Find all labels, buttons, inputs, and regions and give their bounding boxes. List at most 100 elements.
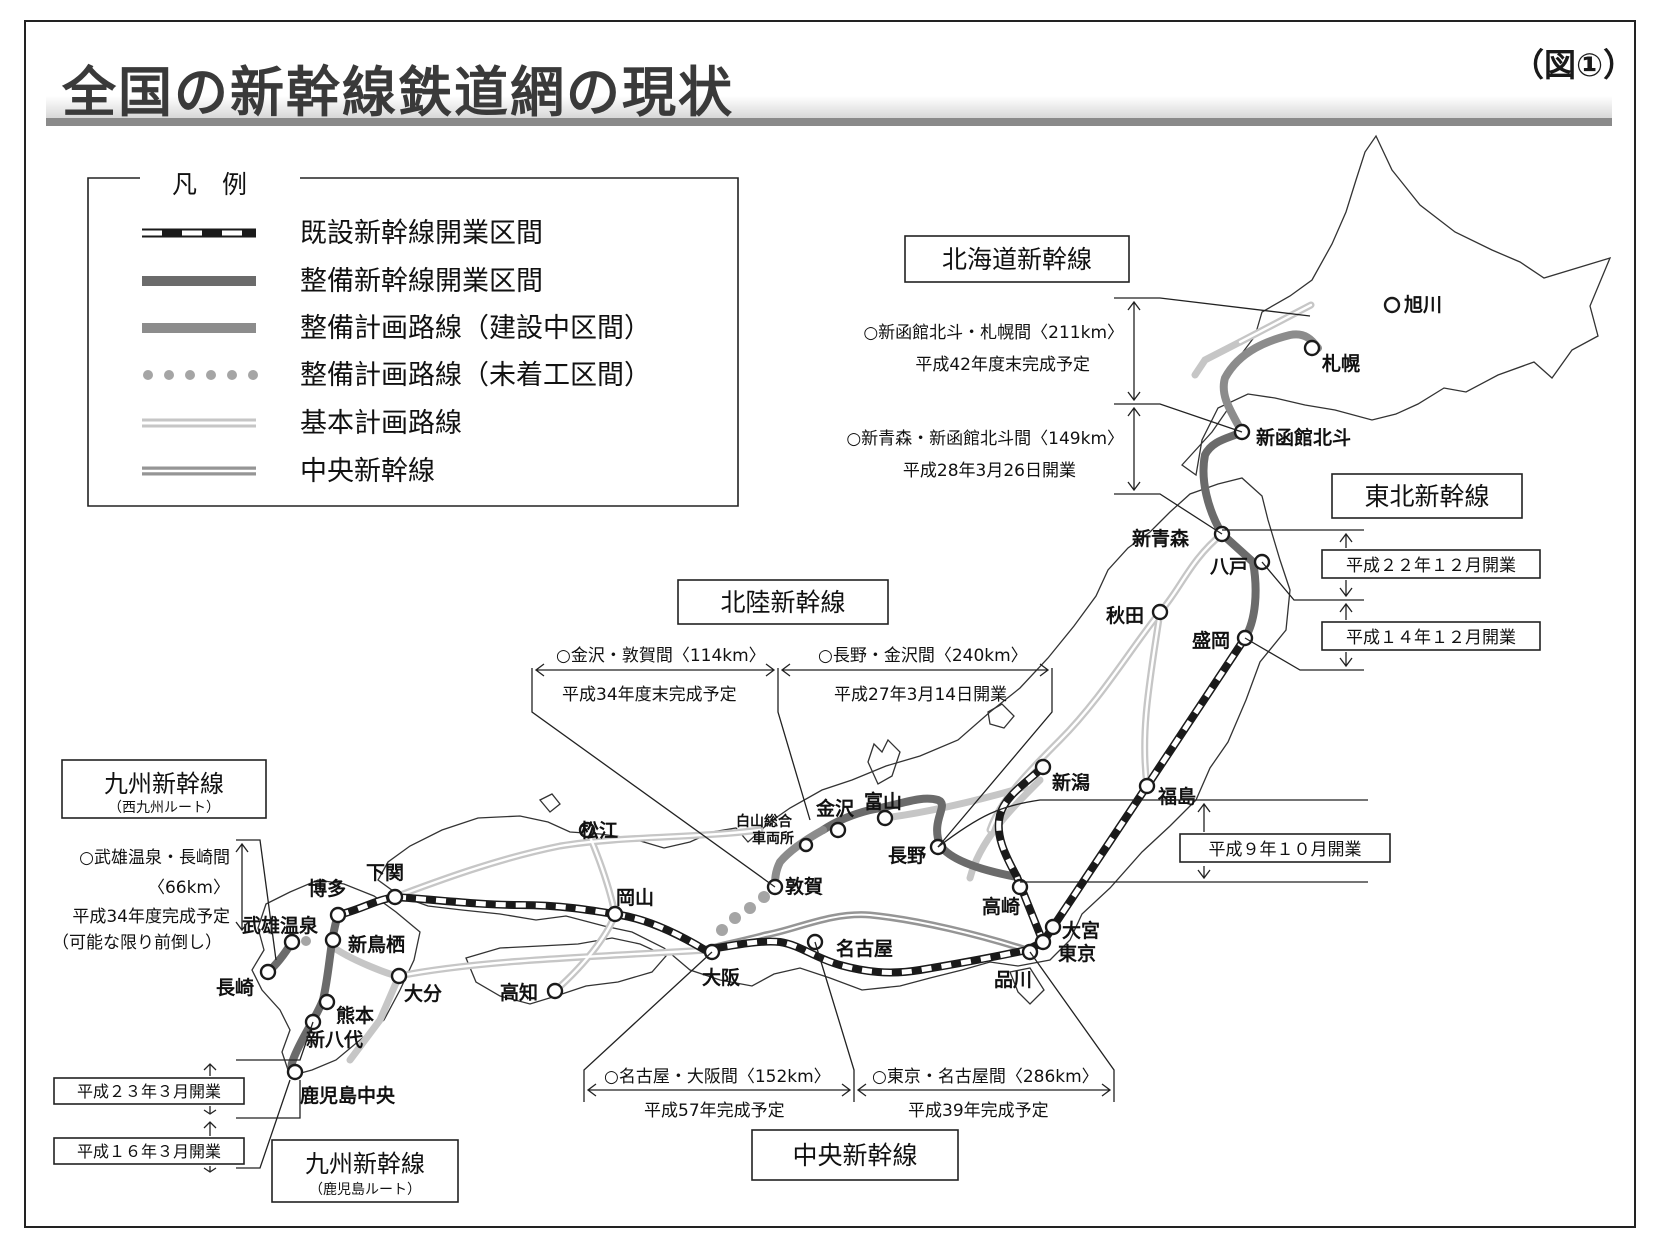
station-marker-matsue (578, 821, 596, 839)
station-marker-oita (390, 967, 408, 985)
note-hokuriku-tsuruga-1: ○金沢・敦賀間〈114km〉 (556, 646, 766, 666)
kyushu-h23-label: 平成２３年３月開業 (77, 1082, 221, 1101)
swatch-dot-6 (248, 370, 258, 380)
joetsu-h9-box (1179, 833, 1391, 863)
station-label-shinyatsushiro: 新八代 (306, 1028, 363, 1051)
station-label-niigata: 新潟 (1052, 771, 1090, 794)
existing-shinkansen-lines (337, 635, 1249, 977)
tohoku-box-label: 東北新幹線 (1364, 482, 1489, 511)
tohoku-h14-box (1321, 621, 1541, 651)
station-label-kagoshima: 鹿児島中央 (300, 1084, 396, 1107)
kyushu-h16-box (53, 1137, 245, 1165)
planned-unbuilt-lines (301, 891, 770, 946)
chuo-box-label: 中央新幹線 (792, 1141, 917, 1170)
legend-label-construction: 整備計画路線（建設中区間） (300, 313, 651, 344)
station-label-shinaomori: 新青森 (1132, 527, 1190, 550)
station-label-nagasaki: 長崎 (216, 976, 254, 999)
annotation-notes: ○新函館北斗・札幌間〈211km〉 平成42年度末完成予定 ○新青森・新函館北斗… (52, 323, 1124, 1121)
chuo-box (751, 1129, 959, 1181)
sado-island (987, 703, 1015, 729)
planned-dot-4 (716, 924, 728, 936)
station-label-shinagawa: 品川 (994, 969, 1032, 991)
arrow-kyushu-h16 (203, 1121, 217, 1173)
honshu-outline (377, 477, 1291, 991)
station-label-sapporo: 札幌 (1321, 352, 1360, 375)
station-marker-sapporo (1303, 339, 1321, 357)
swatch-dot-5 (227, 370, 237, 380)
swatch-dot-1 (143, 370, 153, 380)
station-marker-tokyo (1034, 933, 1052, 951)
legend: 凡 例 既設新幹線開業区間 (87, 170, 739, 507)
leader-lines (203, 297, 1368, 1173)
joetsu-dash (996, 765, 1046, 943)
station-marker-kochi (546, 982, 564, 1000)
station-label-omiya: 大宮 (1062, 919, 1100, 942)
station-marker-fukushima (1138, 777, 1156, 795)
station-label-takeo: 武雄温泉 (242, 914, 319, 937)
station-marker-shimonoseki (386, 888, 404, 906)
station-label-shintosu: 新鳥栖 (348, 933, 405, 956)
station-marker-niigata (1034, 758, 1052, 776)
land-outlines (251, 134, 1612, 1077)
leader-chuo-right (1029, 951, 1115, 1102)
kyushu-kagoshima-box-sub: （鹿児島ルート） (309, 1181, 421, 1198)
station-label-tsuruga: 敦賀 (785, 875, 823, 898)
station-label-akita: 秋田 (1106, 604, 1144, 627)
station-marker-omiya (1044, 918, 1062, 936)
hokuriku-nagano-kanazawa (819, 794, 1021, 881)
note-hokuriku-tsuruga-2: 平成34年度末完成予定 (562, 685, 737, 705)
station-label-shimonoseki: 下関 (366, 862, 404, 884)
basic-inner-3 (1143, 610, 1162, 788)
arrow-hokuriku-left (534, 663, 776, 677)
note-hokuriku-kanazawa-2: 平成27年3月14日開業 (834, 685, 1007, 705)
leader-hokkaido-bot (1114, 493, 1223, 535)
station-label-tokyo: 東京 (1058, 942, 1096, 965)
arrow-tohoku-upper (1339, 532, 1353, 598)
station-label-nagano: 長野 (888, 845, 926, 867)
leader-tohoku-bot (1244, 637, 1364, 671)
arrow-kyushu-h23 (203, 1063, 217, 1115)
title-underline-dark (46, 118, 1612, 126)
basic-hokuriku-chukyo (881, 783, 1029, 822)
kyushu-kagoshima-box-label: 九州新幹線 (305, 1150, 425, 1178)
hokkaido-box-label: 北海道新幹線 (942, 245, 1092, 274)
legend-label-chuo: 中央新幹線 (300, 456, 435, 487)
station-label-hakusan-2: 車両所 (752, 830, 794, 847)
note-hokkaido-sapporo-2: 平成42年度末完成予定 (915, 355, 1090, 375)
station-marker-nagasaki (259, 963, 277, 981)
tohoku-box (1331, 473, 1523, 519)
swatch-dot-2 (164, 370, 174, 380)
arrow-kyushu-nagasaki (235, 842, 249, 932)
station-label-shinhakodate: 新函館北斗 (1256, 426, 1351, 449)
station-labels: 旭川 札幌 新函館北斗 新青森 八戸 秋田 盛岡 新潟 福島 長野 富山 金沢 … (216, 294, 1442, 1107)
station-label-fukushima: 福島 (1157, 785, 1196, 808)
hokuriku-box (677, 579, 889, 625)
station-label-kumamoto: 熊本 (336, 1004, 374, 1027)
leader-hokuriku-right (937, 668, 1053, 848)
station-marker-kagoshima (286, 1063, 304, 1081)
legend-swatch-planned (143, 370, 258, 380)
note-hokkaido-aomori-1: ○新青森・新函館北斗間〈149km〉 (846, 429, 1124, 449)
station-label-hakata: 博多 (308, 877, 346, 900)
station-label-nagoya: 名古屋 (836, 937, 893, 960)
station-label-toyama: 富山 (864, 790, 902, 813)
arrow-tohoku-lower (1339, 602, 1353, 668)
station-marker-hakusan (798, 837, 814, 853)
arrow-chuo-right (856, 1083, 1112, 1097)
station-marker-asahikawa (1383, 296, 1401, 314)
kyushu-h16-label: 平成１６年３月開業 (77, 1142, 221, 1161)
station-label-oita: 大分 (404, 982, 442, 1005)
leader-chuo-mid (814, 941, 855, 1102)
kyushu-west-box-label: 九州新幹線 (104, 770, 224, 798)
note-hokkaido-sapporo-1: ○新函館北斗・札幌間〈211km〉 (863, 323, 1124, 343)
station-label-matsue: 松江 (580, 819, 618, 842)
opening-date-boxes: 平成２２年１２月開業 平成１４年１２月開業 平成９年１０月開業 平成２３年３月開… (53, 549, 1541, 1165)
figure-frame (24, 20, 1636, 1228)
tohoku-h14-label: 平成１４年１２月開業 (1346, 628, 1516, 648)
note-hokuriku-kanazawa-1: ○長野・金沢間〈240km〉 (818, 646, 1028, 666)
kyushu-outline (251, 879, 421, 1077)
station-label-takasaki: 高崎 (982, 895, 1020, 918)
leader-joetsu-top (937, 799, 1368, 848)
basic-shikoku-east (395, 946, 714, 980)
arrow-hokkaido-upper (1127, 300, 1141, 402)
